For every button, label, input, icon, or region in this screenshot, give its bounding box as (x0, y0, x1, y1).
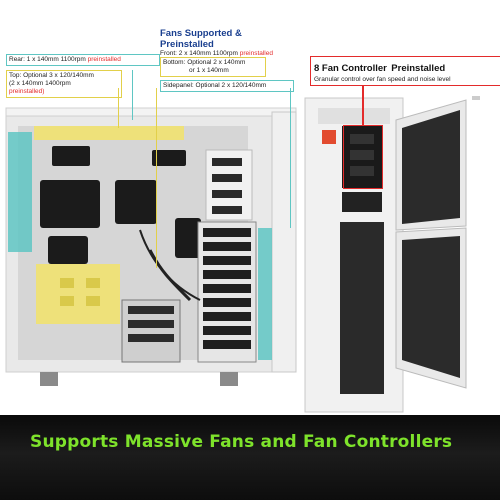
rear-fan-preinstalled: preinstalled (87, 56, 121, 63)
bottom-fan-line2: or 1 x 140mm (189, 67, 229, 74)
fan-controller-leader-line (362, 68, 364, 125)
top-fan-line1: Top: Optional 3 x 120/140mm (9, 72, 94, 79)
front-fan-text: Front: 2 x 140mm 1100rpm (160, 50, 238, 57)
sidepanel-leader-line (290, 88, 291, 228)
rear-leader-line (132, 70, 133, 120)
fan-controller-callout: 8 Fan Controller Preinstalled Granular c… (310, 56, 500, 86)
fans-supported-callout: Fans Supported & Preinstalled Front: 2 x… (160, 28, 292, 57)
front-fan-preinstalled: preinstalled (239, 50, 273, 57)
bottom-fan-line1: Bottom: Optional 2 x 140mm (163, 59, 246, 66)
sidepanel-fan-text: Sidepanel: Optional 2 x 120/140mm (163, 82, 267, 89)
bottom-fan-callout: Bottom: Optional 2 x 140mm or 1 x 140mm (160, 57, 266, 77)
top-fan-callout: Top: Optional 3 x 120/140mm (2 x 140mm 1… (6, 70, 122, 98)
top-leader-line (118, 88, 119, 128)
fans-supported-title: Fans Supported & Preinstalled (160, 28, 242, 50)
fan-controller-highlight (343, 125, 383, 189)
top-fan-line2: (2 x 140mm 1400rpm (9, 80, 71, 87)
bottom-banner (0, 415, 500, 500)
controller-subtitle: Granular control over fan speed and nois… (314, 76, 451, 83)
banner-text: Supports Massive Fans and Fan Controller… (30, 432, 453, 452)
sidepanel-fan-callout: Sidepanel: Optional 2 x 120/140mm (160, 80, 294, 92)
controller-preinstalled: Preinstalled (391, 63, 446, 74)
controller-title: 8 Fan Controller (314, 63, 387, 74)
rear-fan-callout: Rear: 1 x 140mm 1100rpm preinstalled (6, 54, 160, 66)
top-fan-preinstalled: preinstalled) (9, 88, 45, 95)
rear-fan-text: Rear: 1 x 140mm 1100rpm (9, 56, 86, 63)
computer-case-photo (5, 96, 480, 413)
bottom-leader-line (156, 88, 157, 268)
